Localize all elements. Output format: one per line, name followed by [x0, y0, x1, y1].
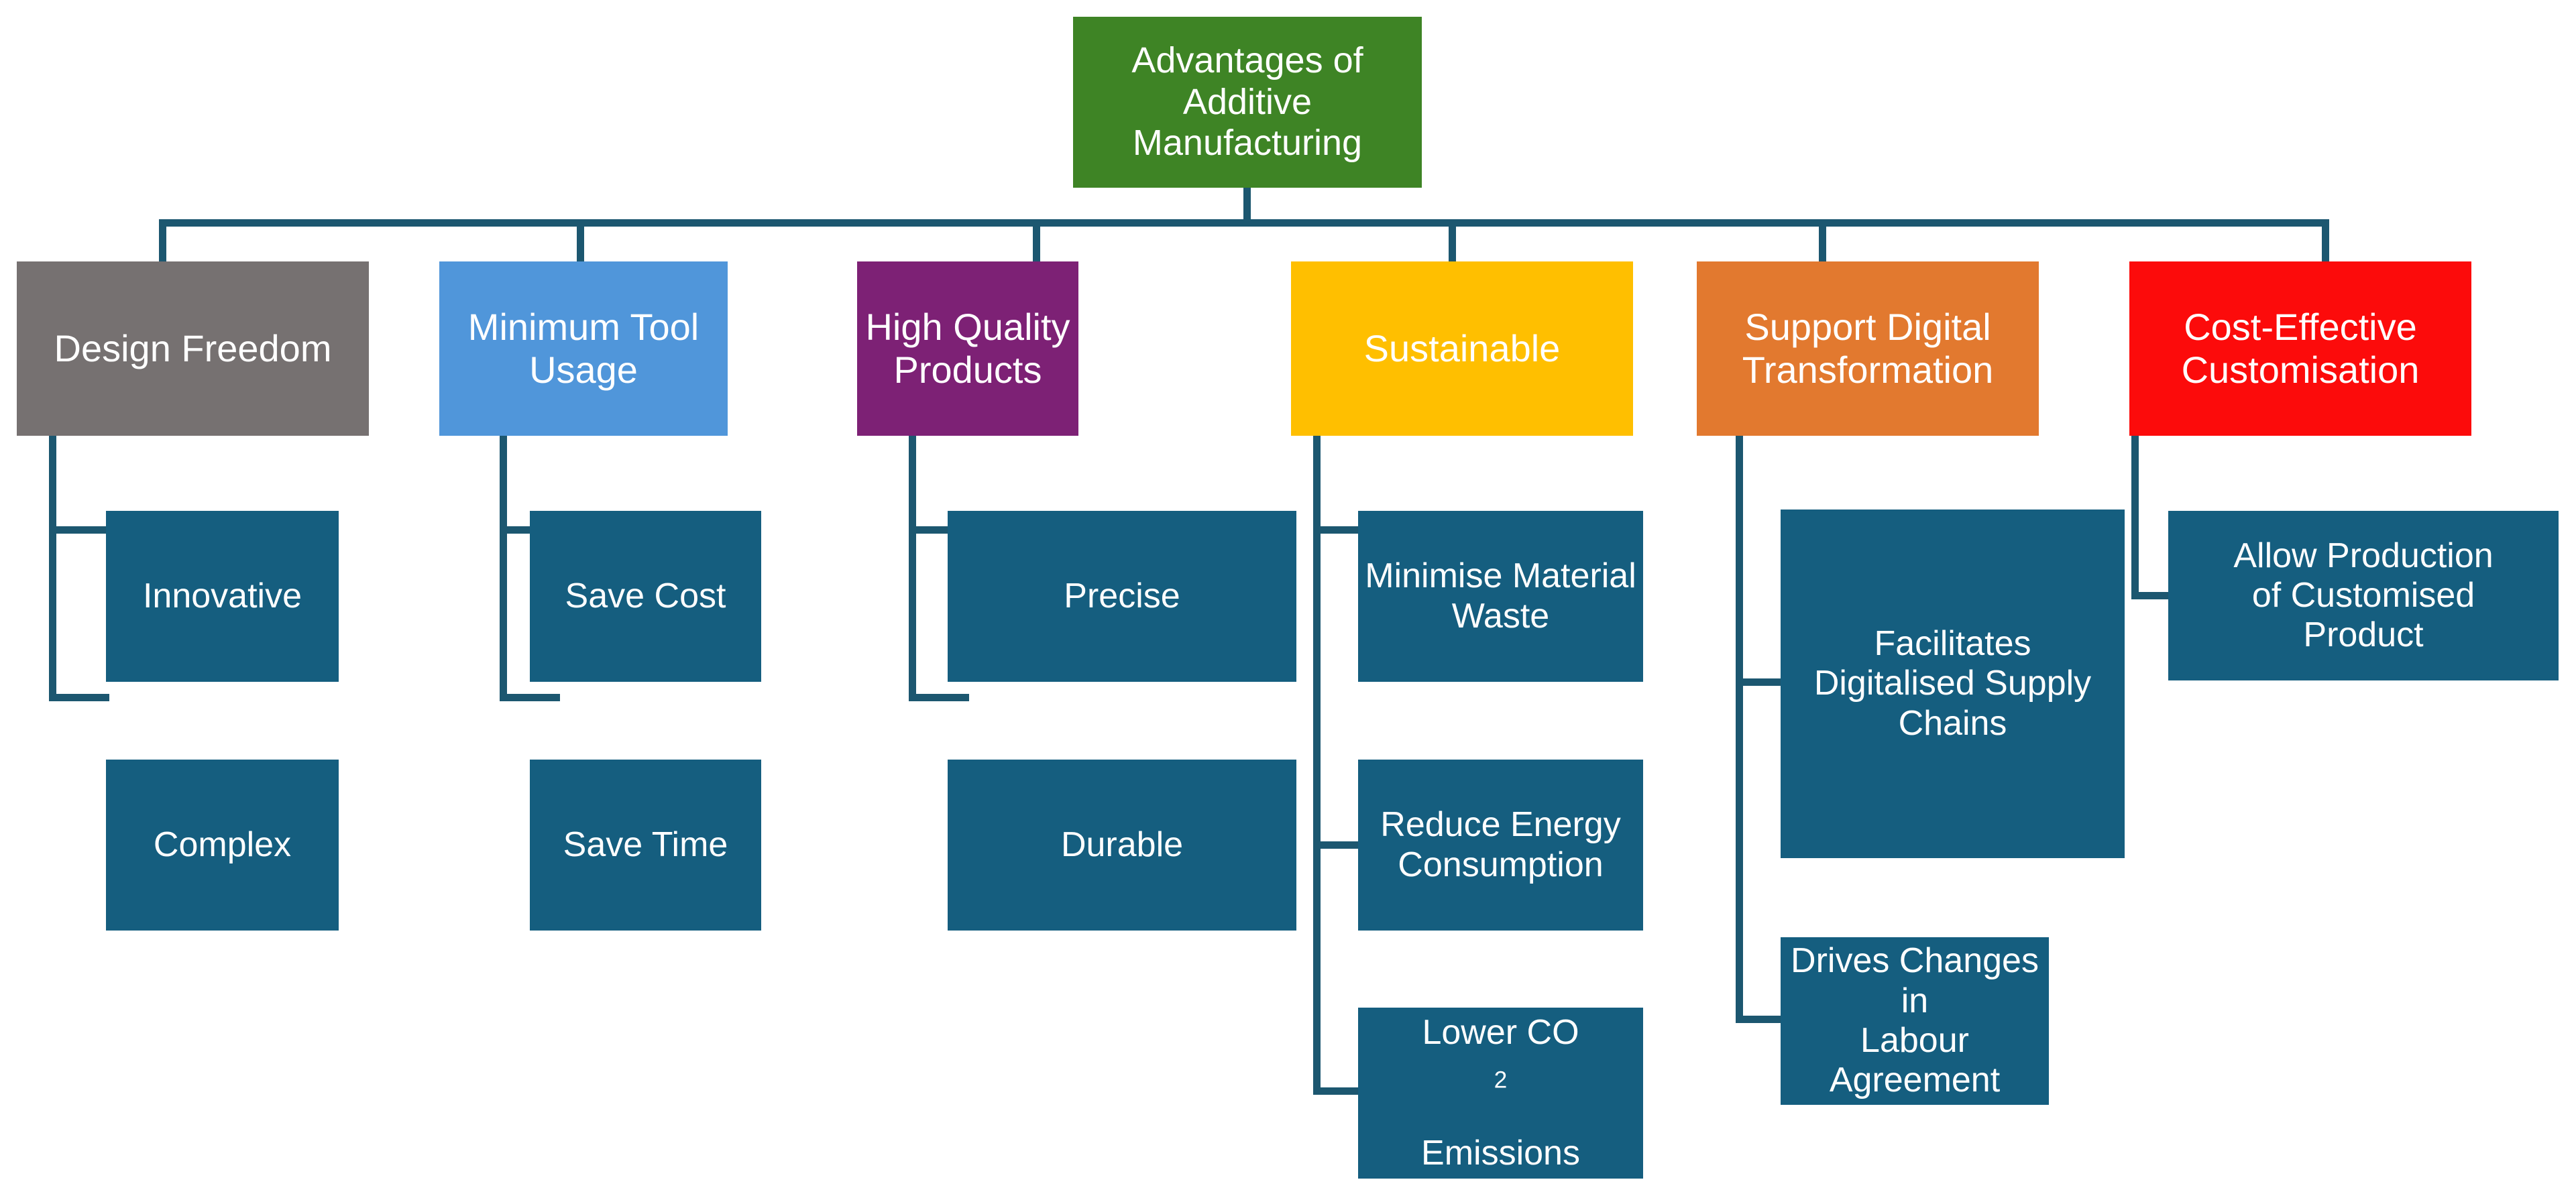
branch-node-support-digital-transformation[interactable]: Support Digital Transformation [1697, 261, 2039, 436]
connector-drop-branch-5 [1819, 219, 1826, 261]
leaf-node-drives-changes-in-labour-agreement[interactable]: Drives Changes in Labour Agreement [1781, 937, 2049, 1105]
connector-drop-branch-3 [1033, 219, 1040, 261]
leaf-node-label: Minimise Material Waste [1365, 556, 1636, 636]
leaf-node-allow-production-of-customised-product[interactable]: Allow Production of Customised Product [2168, 511, 2559, 680]
branch-node-minimum-tool-usage[interactable]: Minimum Tool Usage [439, 261, 728, 436]
leaf-node-label: Save Time [563, 825, 728, 864]
connector-drop-branch-4 [1449, 219, 1456, 261]
connector-trunk-branch-6 [2131, 436, 2139, 599]
connector-drop-branch-6 [2322, 219, 2329, 261]
connector-elbow-branch-4-child-3 [1313, 1087, 1374, 1095]
connector-elbow-branch-5-child-1 [1736, 678, 1789, 686]
branch-node-label: Minimum Tool Usage [467, 306, 699, 391]
leaf-node-label: Precise [1064, 576, 1180, 615]
leaf-node-innovative[interactable]: Innovative [106, 511, 339, 682]
leaf-node-minimise-material-waste[interactable]: Minimise Material Waste [1358, 511, 1643, 682]
leaf-node-complex[interactable]: Complex [106, 760, 339, 931]
connector-drop-branch-2 [577, 219, 584, 261]
leaf-node-label: Durable [1060, 825, 1184, 864]
branch-node-label: High Quality Products [865, 306, 1070, 391]
connector-trunk-branch-5 [1736, 436, 1743, 1022]
branch-node-label: Cost-Effective Customisation [2181, 306, 2420, 391]
leaf-node-label: Drives Changes in Labour Agreement [1791, 941, 2039, 1100]
co2-suffix: Emissions [1421, 1133, 1580, 1173]
connector-root-stem [1243, 188, 1251, 223]
root-node-label: Advantages of Additive Manufacturing [1131, 40, 1363, 164]
connector-elbow-branch-2-child-2 [500, 694, 560, 701]
leaf-node-label: Innovative [142, 576, 302, 615]
branch-node-high-quality-products[interactable]: High Quality Products [857, 261, 1078, 436]
connector-elbow-branch-4-child-2 [1313, 841, 1374, 849]
connector-elbow-branch-3-child-2 [909, 694, 969, 701]
connector-trunk-branch-1 [49, 436, 56, 701]
leaf-node-label: Save Cost [565, 576, 726, 615]
leaf-node-label: Reduce Energy Consumption [1380, 805, 1621, 884]
leaf-node-durable[interactable]: Durable [948, 760, 1296, 931]
co2-subscript: 2 [1494, 1067, 1508, 1093]
branch-node-label: Sustainable [1363, 327, 1561, 370]
leaf-node-precise[interactable]: Precise [948, 511, 1296, 682]
co2-prefix: Lower CO [1422, 1012, 1579, 1052]
branch-node-label: Support Digital Transformation [1742, 306, 1994, 391]
connector-elbow-branch-5-child-2 [1736, 1016, 1789, 1023]
branch-node-label: Design Freedom [54, 327, 332, 370]
leaf-node-lower-co2-emissions[interactable]: Lower CO 2 Emissions [1358, 1008, 1643, 1179]
connector-elbow-branch-6-child-1 [2131, 592, 2173, 599]
branch-node-design-freedom[interactable]: Design Freedom [17, 261, 369, 436]
leaf-node-save-time[interactable]: Save Time [530, 760, 761, 931]
connector-elbow-branch-1-child-1 [49, 526, 109, 534]
branch-node-sustainable[interactable]: Sustainable [1291, 261, 1633, 436]
connector-trunk-branch-4 [1313, 436, 1321, 1095]
leaf-node-label: Allow Production of Customised Product [2233, 536, 2494, 655]
leaf-node-facilitates-digitalised-supply-chains[interactable]: Facilitates Digitalised Supply Chains [1781, 510, 2125, 858]
leaf-node-save-cost[interactable]: Save Cost [530, 511, 761, 682]
leaf-node-reduce-energy-consumption[interactable]: Reduce Energy Consumption [1358, 760, 1643, 931]
connector-elbow-branch-1-child-2 [49, 694, 109, 701]
connector-trunk-branch-3 [909, 436, 916, 701]
connector-elbow-branch-3-child-1 [909, 526, 969, 534]
connector-drop-branch-1 [159, 219, 166, 261]
branch-node-cost-effective-customisation[interactable]: Cost-Effective Customisation [2129, 261, 2471, 436]
leaf-node-label: Lower CO 2 Emissions [1421, 1013, 1580, 1173]
connector-trunk-branch-2 [500, 436, 507, 701]
leaf-node-label: Complex [153, 825, 292, 864]
connector-elbow-branch-4-child-1 [1313, 526, 1374, 534]
leaf-node-label: Facilitates Digitalised Supply Chains [1813, 624, 2092, 743]
connector-bus [159, 219, 2329, 227]
root-node[interactable]: Advantages of Additive Manufacturing [1073, 17, 1422, 188]
